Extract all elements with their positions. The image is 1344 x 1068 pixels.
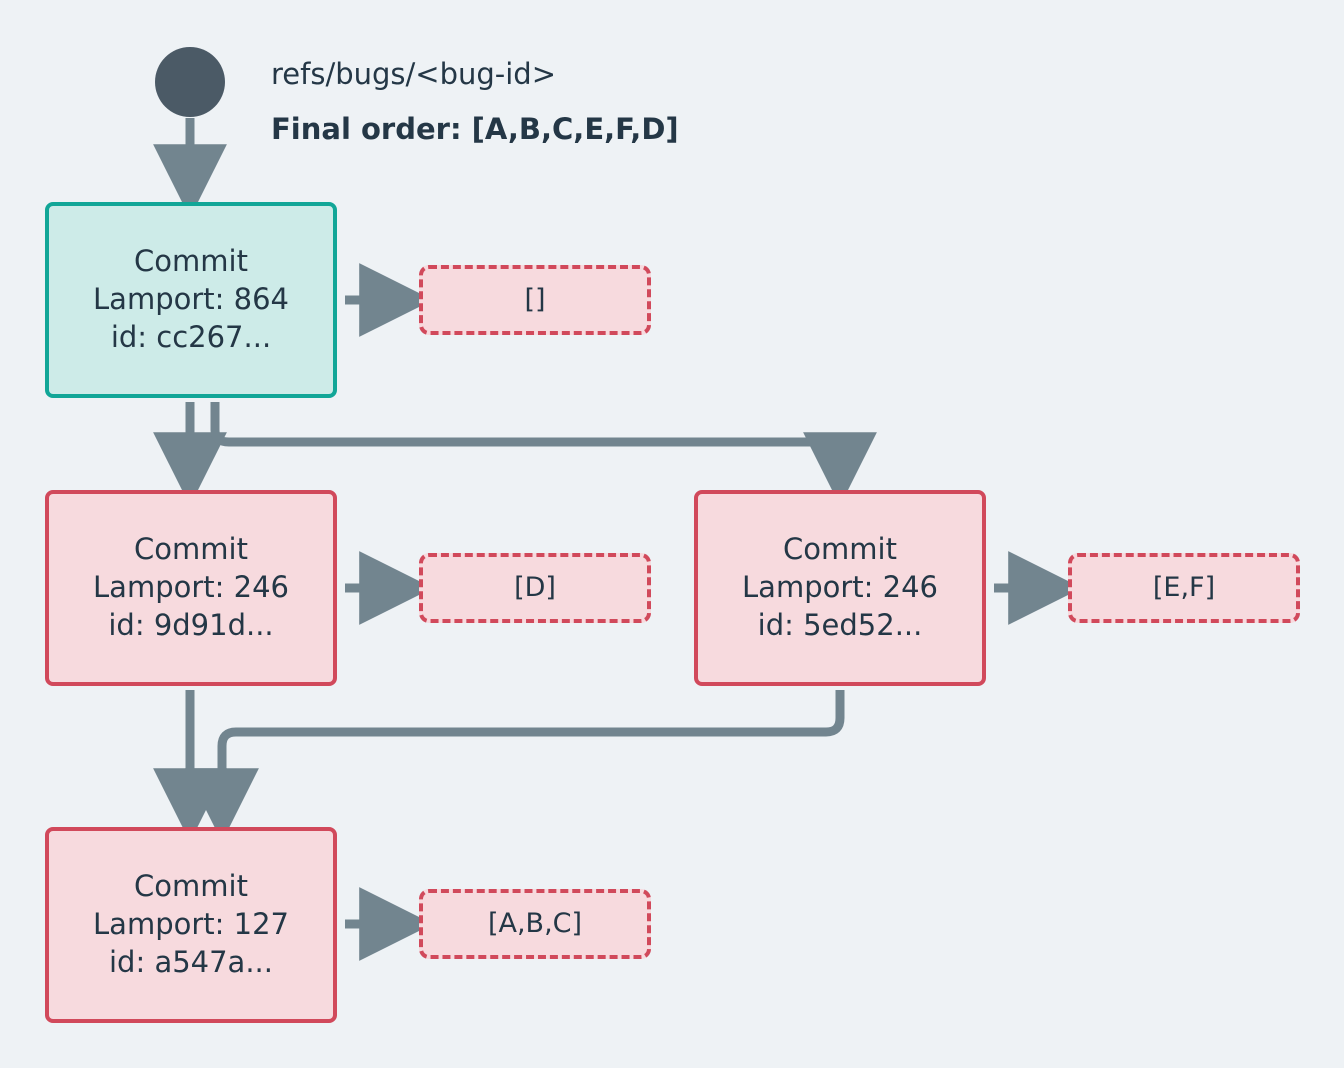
commit-short-id: id: cc267... — [110, 319, 272, 354]
edge-5ed52-to-a547a — [185, 690, 845, 843]
ops-label: [] — [524, 284, 546, 316]
commit-title: Commit — [134, 869, 248, 904]
ops-box-d[interactable]: [D] — [419, 553, 651, 623]
final-order-label: Final order: [A,B,C,E,F,D] — [271, 112, 679, 146]
commit-node-5ed52[interactable]: Commit Lamport: 246 id: 5ed52... — [694, 490, 986, 686]
ops-label: [D] — [514, 572, 556, 604]
commit-lamport: Lamport: 127 — [93, 907, 289, 942]
commit-lamport: Lamport: 246 — [93, 570, 289, 605]
commit-short-id: id: 5ed52... — [757, 607, 923, 642]
commit-title: Commit — [134, 244, 248, 279]
commit-lamport: Lamport: 864 — [93, 282, 289, 317]
commit-node-a547a[interactable]: Commit Lamport: 127 id: a547a... — [45, 827, 337, 1023]
ops-label: [E,F] — [1152, 572, 1216, 604]
commit-short-id: id: a547a... — [108, 944, 273, 979]
ops-box-ef[interactable]: [E,F] — [1068, 553, 1300, 623]
ops-box-empty[interactable]: [] — [419, 265, 651, 335]
root-dot[interactable] — [155, 47, 225, 117]
commit-short-id: id: 9d91d... — [108, 607, 274, 642]
commit-lamport: Lamport: 246 — [742, 570, 938, 605]
commit-title: Commit — [783, 532, 897, 567]
edge-cc267-to-5ed52 — [210, 402, 877, 507]
commit-title: Commit — [134, 532, 248, 567]
ops-box-abc[interactable]: [A,B,C] — [419, 889, 651, 959]
ops-label: [A,B,C] — [487, 908, 583, 940]
ref-label: refs/bugs/<bug-id> — [271, 57, 557, 91]
commit-node-cc267[interactable]: Commit Lamport: 864 id: cc267... — [45, 202, 337, 398]
commit-node-9d91d[interactable]: Commit Lamport: 246 id: 9d91d... — [45, 490, 337, 686]
